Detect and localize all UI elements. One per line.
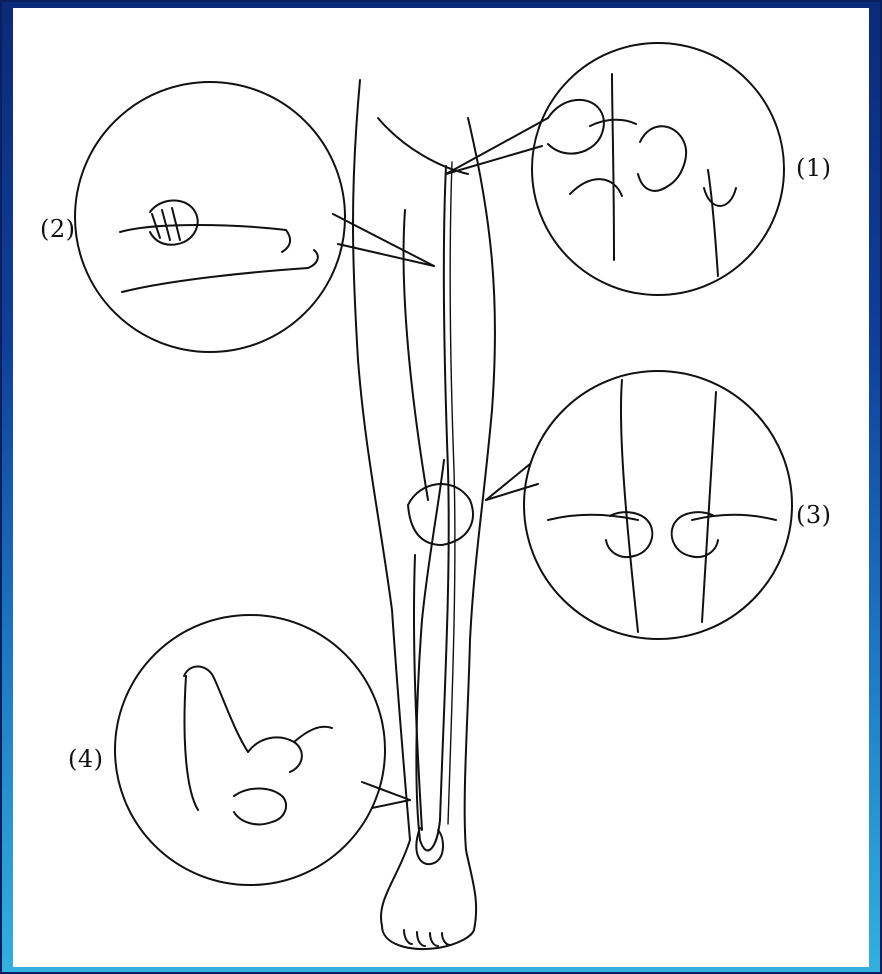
inset-label-3: (3)	[796, 503, 832, 527]
inset-label-1: (1)	[796, 156, 832, 180]
illustration-panel	[13, 8, 869, 967]
inset-label-4: (4)	[68, 747, 104, 771]
inset-label-2: (2)	[40, 217, 76, 241]
